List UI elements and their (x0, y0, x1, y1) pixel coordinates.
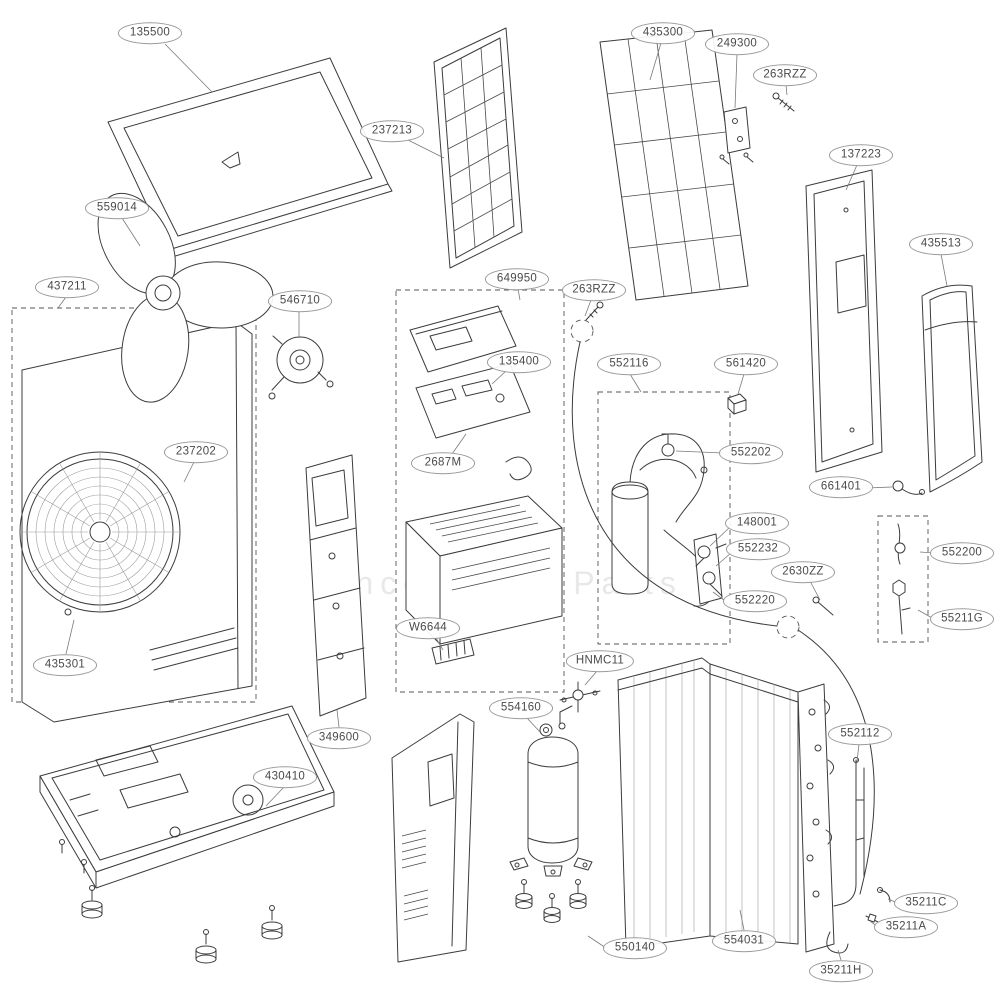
front-panel-drawing (11, 307, 257, 723)
part-label-554160[interactable]: 554160 (489, 697, 553, 719)
part-label-135500[interactable]: 135500 (118, 22, 182, 44)
clamp-drawing-661401 (892, 480, 925, 495)
piping-assembly-drawing (597, 391, 731, 645)
compressor-drawing (509, 705, 593, 923)
side-panel-drawing (921, 284, 983, 493)
part-label-552220[interactable]: 552220 (723, 590, 787, 612)
part-label-649950[interactable]: 649950 (485, 268, 549, 290)
part-label-435301[interactable]: 435301 (33, 654, 97, 676)
fan-motor-drawing (268, 335, 334, 400)
bracket-drawing-249300 (719, 106, 754, 165)
part-label-552200[interactable]: 552200 (930, 542, 994, 564)
part-label-554031[interactable]: 554031 (712, 930, 776, 952)
top-cover-drawing (107, 57, 393, 258)
part-label-435513[interactable]: 435513 (909, 233, 973, 255)
control-box-assembly-drawing (395, 289, 565, 693)
screw-drawing-263rzz-top (772, 92, 795, 112)
part-label-552202[interactable]: 552202 (719, 442, 783, 464)
screw-drawing-2630zz (776, 596, 834, 639)
part-label-550140[interactable]: 550140 (603, 937, 667, 959)
base-pan-drawing (39, 705, 335, 964)
part-label-2630zz[interactable]: 2630ZZ (771, 561, 835, 583)
cable-drawing (571, 341, 875, 895)
part-drawing-561420 (727, 393, 747, 415)
screw-drawing-263rzz-mid (570, 301, 604, 343)
part-label-561420[interactable]: 561420 (714, 353, 778, 375)
discharge-grille-drawing (433, 27, 523, 269)
fitting-drawing-35211h (826, 931, 849, 954)
part-label-552112[interactable]: 552112 (828, 723, 892, 745)
valve-assembly-drawing (693, 533, 727, 605)
part-label-263rzz-top[interactable]: 263RZZ (753, 64, 817, 86)
part-label-437211[interactable]: 437211 (35, 276, 99, 298)
part-label-546710[interactable]: 546710 (268, 290, 332, 312)
part-label-249300[interactable]: 249300 (705, 33, 769, 55)
rear-panel-drawing (805, 169, 883, 473)
fitting-drawing-35211c (877, 887, 891, 903)
part-label-135400[interactable]: 135400 (487, 351, 551, 373)
part-label-661401[interactable]: 661401 (809, 476, 873, 498)
leader-lines (57, 42, 948, 961)
part-label-w6644[interactable]: W6644 (396, 617, 460, 639)
part-label-263rzz-mid[interactable]: 263RZZ (562, 279, 626, 301)
condenser-coil-drawing (617, 657, 835, 953)
part-label-137223[interactable]: 137223 (829, 144, 893, 166)
part-label-148001[interactable]: 148001 (725, 512, 789, 534)
part-label-35211h[interactable]: 35211H (809, 960, 873, 982)
part-label-55211g[interactable]: 55211G (930, 608, 994, 630)
part-label-552116[interactable]: 552116 (597, 353, 661, 375)
part-label-237202[interactable]: 237202 (164, 441, 228, 463)
part-label-35211c[interactable]: 35211C (894, 892, 958, 914)
motor-bracket-drawing (305, 454, 367, 717)
part-label-237213[interactable]: 237213 (360, 120, 424, 142)
service-valve-drawing (877, 515, 929, 643)
part-label-349600[interactable]: 349600 (307, 727, 371, 749)
part-label-430410[interactable]: 430410 (253, 766, 317, 788)
pipe-clamp-drawing-hnmc11 (559, 681, 601, 713)
part-label-435300[interactable]: 435300 (631, 22, 695, 44)
part-label-35211a[interactable]: 35211A (874, 916, 938, 938)
part-label-hnmc11[interactable]: HNMC11 (565, 650, 635, 672)
part-label-559014[interactable]: 559014 (85, 197, 149, 219)
rear-grille-drawing (599, 29, 749, 301)
partition-panel-drawing (391, 713, 475, 963)
part-label-2687m[interactable]: 2687M (411, 452, 475, 474)
tube-assembly-drawing (833, 757, 865, 907)
part-label-552232[interactable]: 552232 (726, 538, 790, 560)
